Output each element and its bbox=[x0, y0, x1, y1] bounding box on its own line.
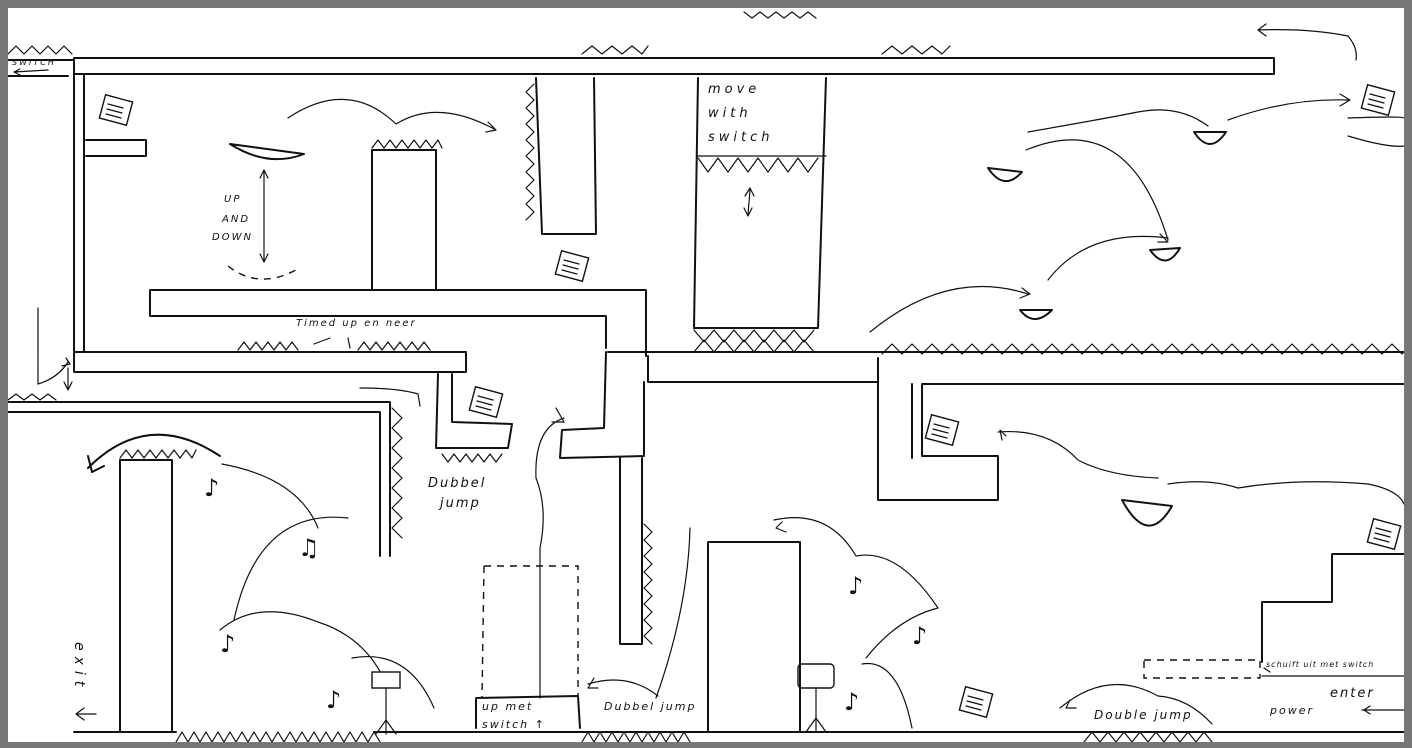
level-drawing: ♪ ♫ ♪ ♪ ♪ ♪ ♪ bbox=[8, 8, 1404, 742]
music-stand-icon bbox=[372, 672, 400, 734]
switch-label: SWITCH bbox=[12, 58, 56, 67]
timed-label: Timed up en neer bbox=[296, 318, 417, 329]
music-note-icon: ♫ bbox=[298, 534, 320, 562]
music-note-icon: ♪ bbox=[912, 622, 927, 650]
and-label: AND bbox=[222, 214, 250, 225]
enter-label: enter bbox=[1330, 686, 1375, 701]
switch-arrow-label: switch ↑ bbox=[482, 718, 546, 731]
move-label: move bbox=[708, 82, 760, 97]
dubbel-label: Dubbel bbox=[428, 476, 486, 491]
music-note-icon: ♪ bbox=[326, 686, 341, 714]
level-sketch: ♪ ♫ ♪ ♪ ♪ ♪ ♪ bbox=[8, 8, 1404, 742]
jump-label: jump bbox=[440, 496, 481, 511]
exit-label: exit bbox=[71, 642, 87, 692]
music-stand-icon bbox=[798, 664, 834, 732]
double-jump-label: Double jump bbox=[1094, 708, 1193, 722]
up-label: UP bbox=[224, 194, 241, 205]
up-met-label: up met bbox=[482, 700, 533, 713]
down-label: DOWN bbox=[212, 232, 253, 243]
music-note-icon: ♪ bbox=[220, 630, 235, 658]
schuift-label: schuift uit met switch bbox=[1266, 660, 1374, 669]
with-label: with bbox=[708, 106, 752, 121]
upper-walls bbox=[8, 58, 1274, 372]
music-note-icon: ♪ bbox=[204, 474, 219, 502]
power-label: power bbox=[1270, 704, 1314, 717]
dubbel-jump-label: Dubbel jump bbox=[604, 700, 696, 713]
switch-label-column: switch bbox=[708, 130, 774, 145]
music-note-icon: ♪ bbox=[848, 572, 863, 600]
music-note-icon: ♪ bbox=[844, 688, 859, 716]
